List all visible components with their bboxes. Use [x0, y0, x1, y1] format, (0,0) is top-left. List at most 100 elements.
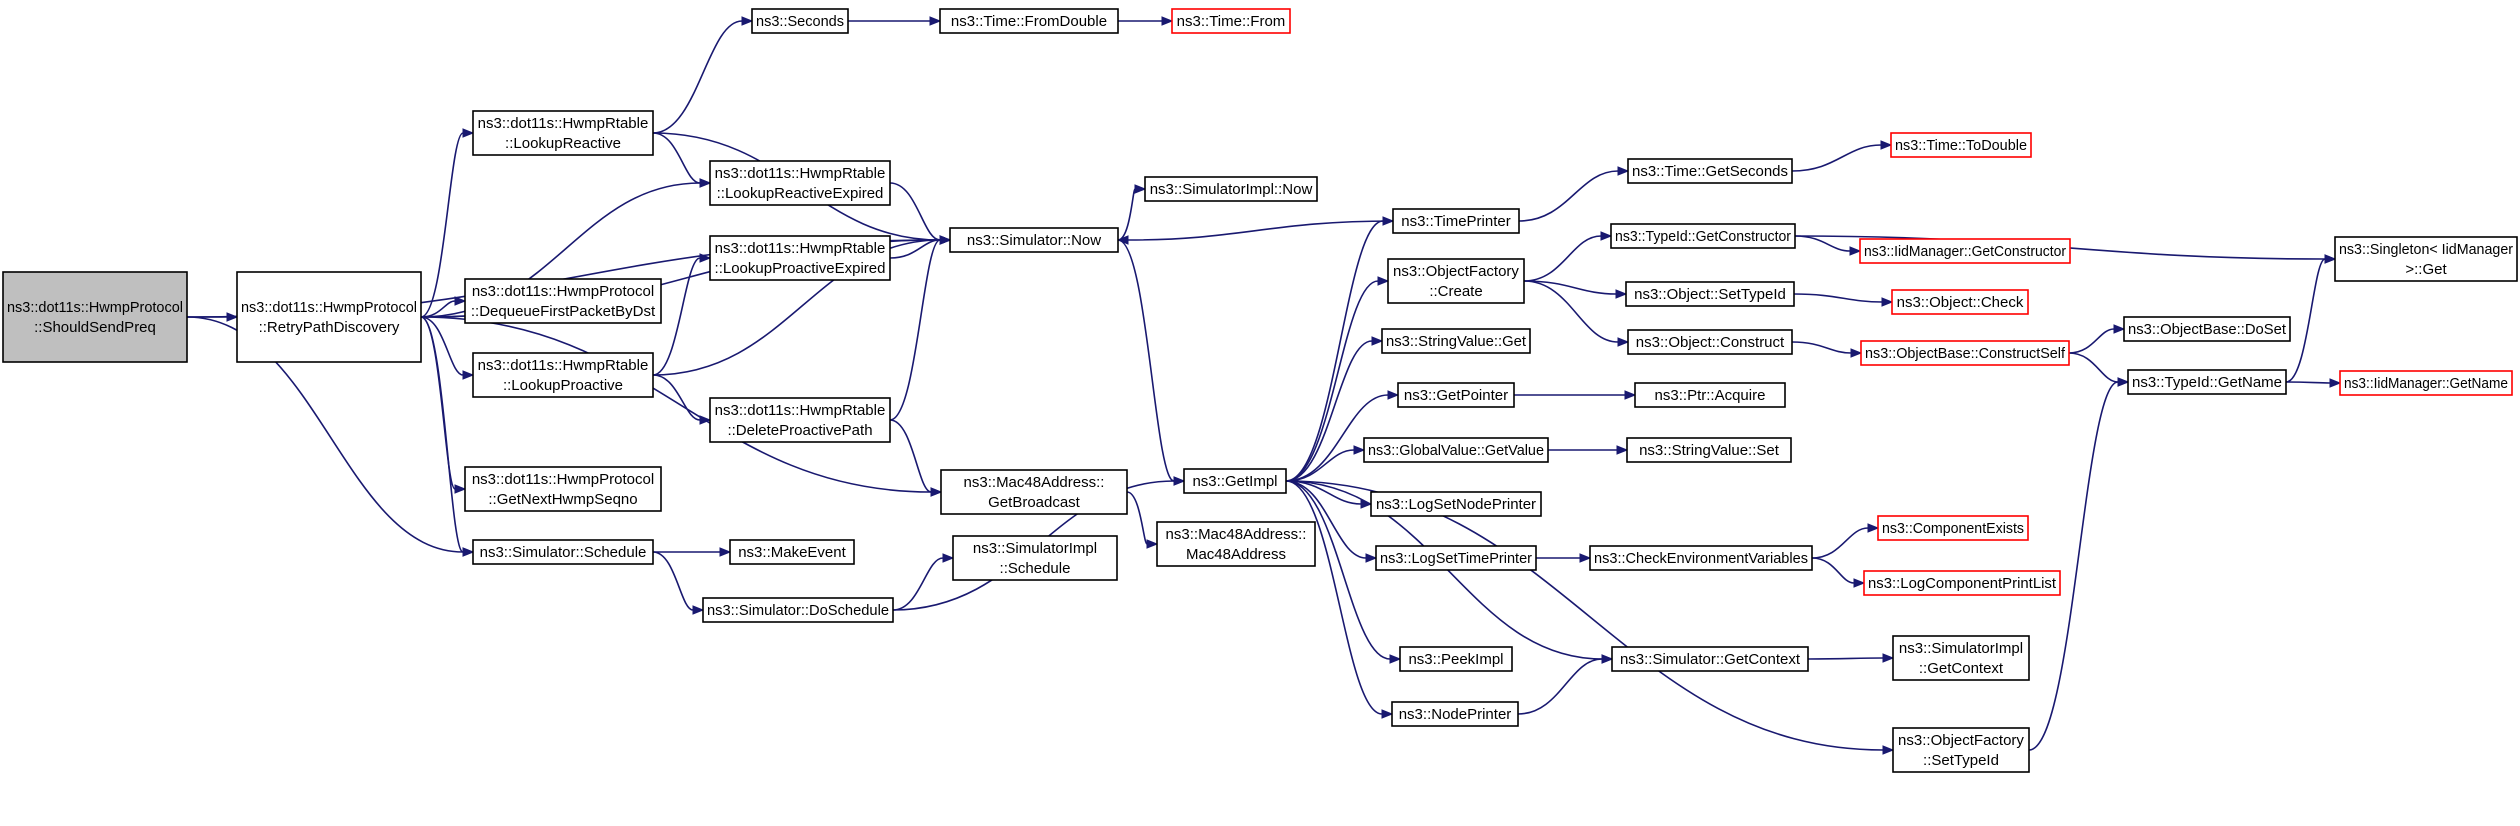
- edge-obj-construct-to-construct-self: [1791, 341, 1863, 358]
- node-peek-impl[interactable]: ns3::PeekImpl: [1399, 646, 1513, 672]
- node-obj-base-do-set[interactable]: ns3::ObjectBase::DoSet: [2123, 316, 2291, 342]
- edge-line: [186, 316, 464, 553]
- edge-line: [1811, 527, 1869, 559]
- node-label: ns3::SimulatorImpl::Now: [1150, 181, 1313, 198]
- node-log-component-print-list[interactable]: ns3::LogComponentPrintList: [1863, 570, 2061, 596]
- node-label: ::Create: [1429, 283, 1482, 300]
- node-time-from[interactable]: ns3::Time::From: [1171, 8, 1291, 34]
- node-string-value-set[interactable]: ns3::StringValue::Set: [1626, 437, 1792, 463]
- node-lookup-proactive-expired[interactable]: ns3::dot11s::HwmpRtable::LookupProactive…: [709, 235, 891, 281]
- node-label: ns3::Mac48Address::: [1166, 526, 1307, 543]
- edge-line: [1523, 280, 1619, 343]
- node-impl-now[interactable]: ns3::SimulatorImpl::Now: [1144, 176, 1318, 202]
- node-box: [1381, 328, 1531, 354]
- node-label: ns3::GlobalValue::GetValue: [1368, 442, 1544, 459]
- edge-check-env-to-log-component-print-list: [1811, 557, 1866, 588]
- node-seconds[interactable]: ns3::Seconds: [751, 8, 849, 34]
- edge-line: [2285, 258, 2326, 383]
- node-label: ::DeleteProactivePath: [727, 422, 872, 439]
- node-get-broadcast[interactable]: ns3::Mac48Address::GetBroadcast: [940, 469, 1128, 515]
- node-mac48ctor[interactable]: ns3::Mac48Address::Mac48Address: [1156, 521, 1316, 567]
- node-type-id-get-ctor[interactable]: ns3::TypeId::GetConstructor: [1610, 223, 1796, 249]
- edge-check-env-to-component-exists: [1811, 523, 1880, 559]
- node-construct-self[interactable]: ns3::ObjectBase::ConstructSelf: [1860, 340, 2070, 366]
- node-string-value-get[interactable]: ns3::StringValue::Get: [1381, 328, 1531, 354]
- node-from-double[interactable]: ns3::Time::FromDouble: [939, 8, 1119, 34]
- node-check-env[interactable]: ns3::CheckEnvironmentVariables: [1589, 545, 1813, 571]
- node-impl-get-context[interactable]: ns3::SimulatorImpl::GetContext: [1892, 635, 2030, 681]
- edge-arrowhead: [1849, 246, 1862, 256]
- node-impl-schedule[interactable]: ns3::SimulatorImpl::Schedule: [952, 535, 1118, 581]
- node-box: [1144, 176, 1318, 202]
- node-label: ns3::ObjectFactory: [1393, 263, 1519, 280]
- node-ptr-acquire[interactable]: ns3::Ptr::Acquire: [1634, 382, 1786, 408]
- node-do-schedule[interactable]: ns3::Simulator::DoSchedule: [702, 597, 894, 623]
- node-obj-check[interactable]: ns3::Object::Check: [1891, 289, 2029, 315]
- edge-line: [889, 239, 941, 421]
- node-global-value-get[interactable]: ns3::GlobalValue::GetValue: [1363, 437, 1549, 463]
- node-get-pointer[interactable]: ns3::GetPointer: [1397, 382, 1515, 408]
- edge-arrowhead: [719, 547, 732, 557]
- edge-type-id-get-name-to-singleton-get: [2285, 254, 2337, 383]
- node-label: ::ShouldSendPreq: [34, 319, 156, 336]
- node-component-exists[interactable]: ns3::ComponentExists: [1877, 515, 2029, 541]
- edge-type-id-get-ctor-to-iid-get-ctor: [1794, 235, 1862, 256]
- node-obj-set-type-id[interactable]: ns3::Object::SetTypeId: [1625, 281, 1795, 307]
- edge-obj-factory-create-to-obj-set-type-id: [1523, 280, 1628, 299]
- edge-line: [1791, 144, 1882, 172]
- node-schedule[interactable]: ns3::Simulator::Schedule: [472, 539, 654, 565]
- edge-line: [1126, 491, 1148, 545]
- node-label: GetBroadcast: [988, 494, 1081, 511]
- edge-line: [420, 316, 456, 490]
- node-lookup-proactive[interactable]: ns3::dot11s::HwmpRtable::LookupProactive: [472, 352, 654, 398]
- node-label: ns3::PeekImpl: [1408, 651, 1503, 668]
- node-iid-get-ctor[interactable]: ns3::IidManager::GetConstructor: [1859, 238, 2071, 264]
- node-label: ns3::IidManager::GetConstructor: [1864, 243, 2066, 260]
- node-box: [1397, 382, 1515, 408]
- node-get-impl[interactable]: ns3::GetImpl: [1183, 468, 1287, 494]
- node-obj-factory-create[interactable]: ns3::ObjectFactory::Create: [1387, 258, 1525, 304]
- node-label: ns3::Seconds: [756, 13, 844, 30]
- node-delete-proactive[interactable]: ns3::dot11s::HwmpRtable::DeleteProactive…: [709, 397, 891, 443]
- node-get-seconds[interactable]: ns3::Time::GetSeconds: [1627, 158, 1793, 184]
- node-box: [1859, 238, 2071, 264]
- node-lookup-reactive[interactable]: ns3::dot11s::HwmpRtable::LookupReactive: [472, 110, 654, 156]
- node-label: ns3::IidManager::GetName: [2344, 375, 2508, 392]
- node-label: ::Schedule: [1000, 560, 1071, 577]
- node-lookup-reactive-expired[interactable]: ns3::dot11s::HwmpRtable::LookupReactiveE…: [709, 160, 891, 206]
- node-dequeue[interactable]: ns3::dot11s::HwmpProtocol::DequeueFirstP…: [464, 278, 662, 324]
- edge-line: [652, 374, 701, 421]
- node-label: ns3::Object::Check: [1897, 294, 2024, 311]
- node-label: ns3::Time::ToDouble: [1895, 137, 2027, 154]
- edge-line: [892, 557, 944, 611]
- node-obj-factory-set-type-id[interactable]: ns3::ObjectFactory::SetTypeId: [1892, 727, 2030, 773]
- node-label: ns3::Mac48Address::: [964, 474, 1105, 491]
- edge-time-printer-to-get-seconds: [1518, 166, 1630, 222]
- node-box: [939, 8, 1119, 34]
- node-label: ns3::dot11s::HwmpRtable: [478, 357, 649, 374]
- edge-retry-to-schedule: [420, 316, 475, 557]
- edge-get-impl-to-node-printer: [1285, 480, 1394, 719]
- edge-arrowhead: [1881, 297, 1894, 307]
- node-time-printer[interactable]: ns3::TimePrinter: [1392, 208, 1520, 234]
- node-node-printer[interactable]: ns3::NodePrinter: [1391, 701, 1519, 727]
- node-box: [1892, 727, 2030, 773]
- node-iid-get-name[interactable]: ns3::IidManager::GetName: [2339, 370, 2513, 396]
- node-sim-get-context[interactable]: ns3::Simulator::GetContext: [1611, 646, 1809, 672]
- node-label: ::GetContext: [1919, 660, 2004, 677]
- node-make-event[interactable]: ns3::MakeEvent: [729, 539, 855, 565]
- node-sim-now[interactable]: ns3::Simulator::Now: [949, 227, 1119, 253]
- edge-line: [1285, 449, 1355, 482]
- node-get-next-seq[interactable]: ns3::dot11s::HwmpProtocol::GetNextHwmpSe…: [464, 466, 662, 512]
- node-singleton-get[interactable]: ns3::Singleton< IidManager >::Get: [2334, 236, 2518, 282]
- node-to-double[interactable]: ns3::Time::ToDouble: [1890, 132, 2032, 158]
- node-log-set-node[interactable]: ns3::LogSetNodePrinter: [1370, 491, 1542, 517]
- edge-arrowhead: [1353, 445, 1366, 455]
- node-box: [1627, 158, 1793, 184]
- node-obj-construct[interactable]: ns3::Object::Construct: [1627, 329, 1793, 355]
- node-type-id-get-name[interactable]: ns3::TypeId::GetName: [2127, 369, 2287, 395]
- node-box: [1890, 132, 2032, 158]
- node-retry[interactable]: ns3::dot11s::HwmpProtocol::RetryPathDisc…: [236, 271, 422, 363]
- edge-line: [1117, 239, 1175, 482]
- node-log-set-time[interactable]: ns3::LogSetTimePrinter: [1375, 545, 1537, 571]
